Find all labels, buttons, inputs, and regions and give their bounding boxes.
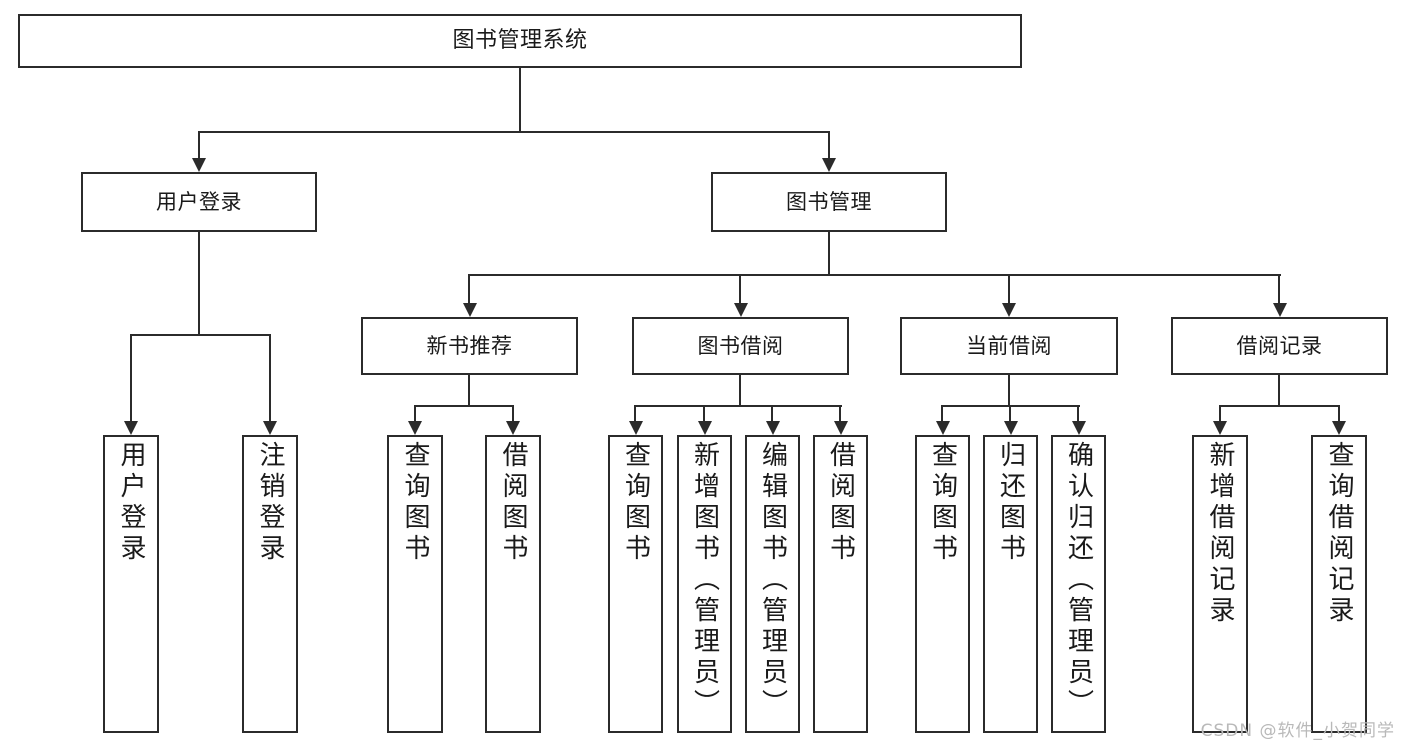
edge-group-1-arrow-3 [833, 421, 848, 435]
edge-userlogin-stem [197, 232, 200, 335]
node-root-system-label: 图书管理系统 [452, 28, 588, 54]
edge-group-3-drop-1 [1337, 406, 1340, 422]
edge-group-1-drop-0 [634, 406, 637, 422]
edge-group-0-drop-1 [511, 406, 514, 422]
node-leaf-11: 新增借阅记录 [1192, 435, 1248, 733]
edge-group-2-drop-1 [1009, 406, 1012, 422]
node-leaf-8: 查询图书 [915, 435, 970, 733]
node-leaf-0: 用户登录 [103, 435, 159, 733]
edge-bookmgmt-drop-2 [1007, 275, 1010, 304]
node-leaf-9: 归还图书 [983, 435, 1038, 733]
watermark-text: CSDN @软件_小贺同学 [1200, 721, 1395, 741]
node-leaf-7-label: 借阅图书 [825, 441, 856, 565]
node-level3-0-label: 新书推荐 [426, 333, 513, 358]
edge-bookmgmt-arrow-2 [1002, 303, 1016, 317]
edge-group-3-arrow-1 [1332, 421, 1346, 435]
edge-bookmgmt-arrow-0 [462, 303, 477, 317]
node-leaf-1: 注销登录 [242, 435, 298, 733]
node-level2-1-label: 图书管理 [786, 189, 872, 214]
edge-group-2-stem [1007, 375, 1010, 406]
edge-userlogin-drop-0 [129, 335, 132, 422]
node-leaf-6-label: 编辑图书（管理员） [757, 441, 788, 720]
node-level3-3-label: 借阅记录 [1236, 333, 1323, 358]
node-leaf-12-label: 查询借阅记录 [1324, 441, 1354, 627]
node-leaf-11-label: 新增借阅记录 [1205, 441, 1235, 627]
edge-group-2-bus [941, 404, 1080, 407]
node-leaf-1-label: 注销登录 [255, 441, 285, 565]
edge-root-stem [518, 68, 521, 132]
edge-bookmgmt-arrow-3 [1272, 303, 1287, 317]
edge-root-drop-1 [827, 132, 830, 159]
edge-group-1-arrow-2 [765, 421, 780, 435]
edge-group-2-arrow-2 [1071, 421, 1086, 435]
edge-group-0-stem [468, 375, 471, 406]
node-level2-1: 图书管理 [711, 172, 947, 232]
edge-userlogin-arrow-1 [263, 421, 277, 435]
node-leaf-2: 查询图书 [387, 435, 443, 733]
edge-userlogin-arrow-0 [124, 421, 138, 435]
edge-group-2-drop-2 [1077, 406, 1080, 422]
node-leaf-10: 确认归还（管理员） [1051, 435, 1106, 733]
node-leaf-9-label: 归还图书 [995, 441, 1026, 565]
node-level3-2-label: 当前借阅 [966, 333, 1052, 358]
edge-group-1-bus [634, 404, 842, 407]
edge-group-2-arrow-0 [935, 421, 950, 435]
edge-root-arrow-0 [192, 158, 206, 172]
edge-group-1-drop-1 [703, 406, 706, 422]
edge-group-1-drop-3 [839, 406, 842, 422]
edge-userlogin-drop-1 [268, 335, 271, 422]
node-leaf-4-label: 查询图书 [620, 441, 651, 565]
edge-group-1-drop-2 [771, 406, 774, 422]
node-leaf-5-label: 新增图书（管理员） [689, 441, 720, 720]
node-level3-3: 借阅记录 [1171, 317, 1388, 375]
node-leaf-5: 新增图书（管理员） [677, 435, 732, 733]
edge-group-0-bus [413, 404, 515, 407]
edge-userlogin-bus [129, 333, 272, 336]
node-level3-2: 当前借阅 [900, 317, 1118, 375]
node-leaf-3: 借阅图书 [485, 435, 541, 733]
node-level3-1-label: 图书借阅 [697, 333, 784, 358]
node-leaf-3-label: 借阅图书 [498, 441, 528, 565]
edge-root-bus [197, 130, 831, 133]
edge-group-0-arrow-0 [408, 421, 422, 435]
node-leaf-0-label: 用户登录 [116, 441, 146, 565]
edge-bookmgmt-stem [827, 232, 830, 275]
node-level2-0-label: 用户登录 [156, 189, 242, 214]
node-leaf-10-label: 确认归还（管理员） [1063, 441, 1094, 720]
edge-group-1-arrow-0 [628, 421, 643, 435]
node-level2-0: 用户登录 [81, 172, 317, 232]
node-leaf-12: 查询借阅记录 [1311, 435, 1367, 733]
node-leaf-8-label: 查询图书 [927, 441, 958, 565]
node-leaf-2-label: 查询图书 [400, 441, 430, 565]
edge-bookmgmt-drop-0 [468, 275, 471, 304]
edge-group-2-drop-0 [941, 406, 944, 422]
edge-group-0-arrow-1 [506, 421, 520, 435]
edge-group-3-arrow-0 [1213, 421, 1227, 435]
edge-group-3-stem [1278, 375, 1281, 406]
edge-bookmgmt-drop-1 [739, 275, 742, 304]
edge-group-1-arrow-1 [697, 421, 712, 435]
node-leaf-6: 编辑图书（管理员） [745, 435, 800, 733]
node-leaf-4: 查询图书 [608, 435, 663, 733]
edge-bookmgmt-drop-3 [1278, 275, 1281, 304]
edge-group-3-drop-0 [1218, 406, 1221, 422]
edge-bookmgmt-bus [468, 273, 1281, 276]
edge-group-1-stem [739, 375, 742, 406]
node-level3-1: 图书借阅 [632, 317, 849, 375]
edge-root-arrow-1 [822, 158, 836, 172]
node-leaf-7: 借阅图书 [813, 435, 868, 733]
edge-group-0-drop-0 [413, 406, 416, 422]
edge-group-2-arrow-1 [1003, 421, 1018, 435]
edge-group-3-bus [1218, 404, 1341, 407]
edge-bookmgmt-arrow-1 [733, 303, 748, 317]
node-level3-0: 新书推荐 [361, 317, 578, 375]
node-root-system: 图书管理系统 [18, 14, 1022, 68]
edge-root-drop-0 [197, 132, 200, 159]
